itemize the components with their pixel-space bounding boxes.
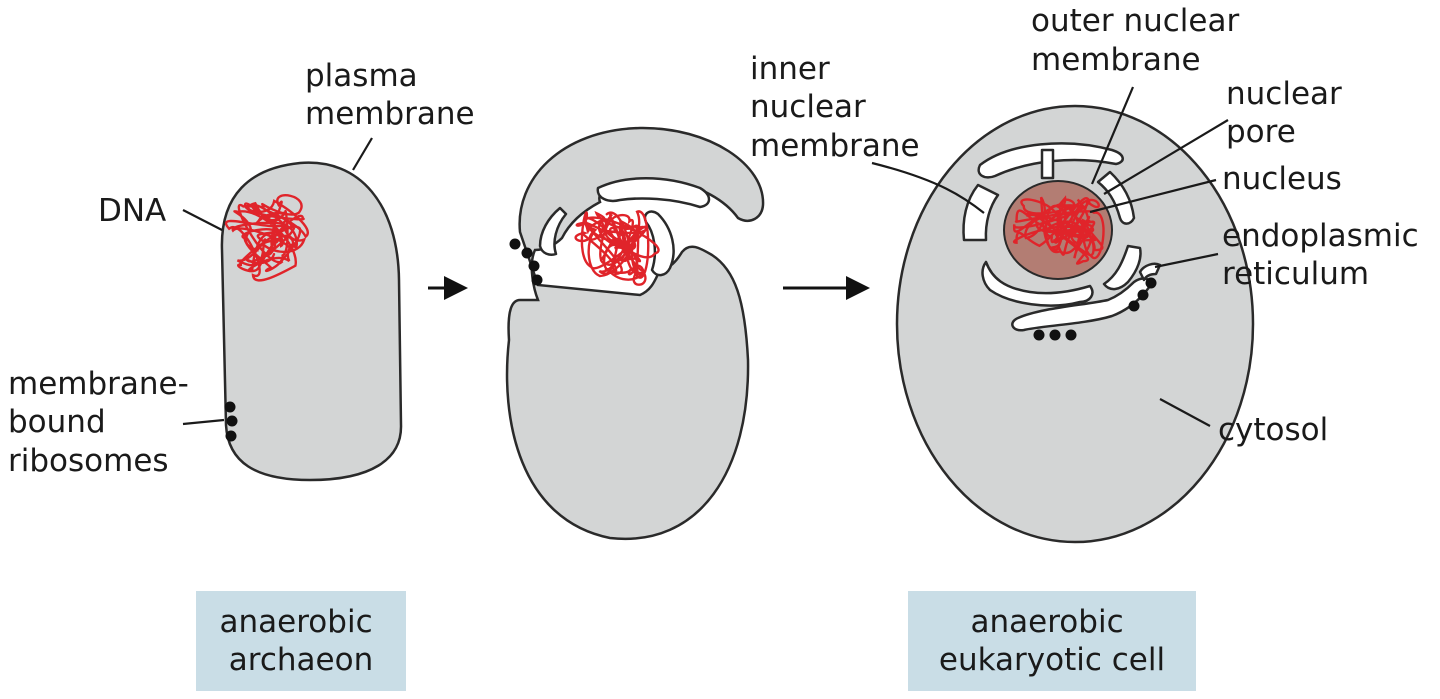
dna-tangle (225, 194, 309, 282)
ribosome (224, 401, 236, 413)
ribosome (521, 247, 533, 259)
label-dna: DNA (98, 193, 166, 229)
ribosome (225, 430, 237, 442)
archaeon-cell (220, 161, 403, 482)
leader-cytosol (1159, 398, 1211, 427)
label-inner-nuclear-membrane: inner nuclear membrane (750, 51, 920, 164)
caption-left-text: anaerobic archaeon (220, 604, 383, 678)
intermediate-infolding (596, 177, 711, 209)
leader-lines (182, 86, 1229, 427)
archaeon-ribosomes (224, 401, 238, 442)
nucleus (1003, 180, 1113, 280)
leader-outer-nuclear-membrane (1090, 86, 1135, 185)
leader-nucleus (1089, 178, 1217, 214)
ribosome (1128, 300, 1140, 312)
dna-tangle (1012, 195, 1105, 265)
label-membrane-bound-ribosomes: membrane- bound ribosomes (8, 366, 199, 479)
er-tail (1138, 262, 1162, 282)
ribosome (528, 260, 540, 272)
ribosome (226, 415, 238, 427)
nuclear-envelope (962, 142, 1142, 307)
caption-right-text: anaerobic eukaryotic cell (939, 604, 1165, 678)
ribosome (1065, 329, 1077, 341)
label-cytosol: cytosol (1218, 412, 1328, 448)
intermediate-cell (505, 126, 765, 541)
label-plasma-membrane: plasma membrane (305, 58, 475, 132)
caption-left: anaerobic archaeon (196, 591, 406, 691)
ribosome (509, 238, 521, 250)
intermediate-infolding-left (538, 206, 568, 256)
label-endoplasmic-reticulum: endoplasmic reticulum (1222, 218, 1429, 292)
nuclear-envelope-right-lower (1102, 244, 1142, 291)
leader-dna (182, 209, 223, 231)
intermediate-ribosomes (509, 238, 543, 286)
labels: plasma membrane DNA membrane- bound ribo… (8, 3, 1429, 479)
leader-ribosomes (182, 418, 225, 426)
intermediate-cell-body (505, 126, 765, 541)
ribosome (531, 274, 543, 286)
leader-plasma-membrane (352, 137, 373, 171)
ribosome (1049, 329, 1061, 341)
er-ribosomes (1033, 277, 1157, 341)
nuclear-envelope-stem (1040, 148, 1055, 180)
dna-tangle (574, 210, 660, 286)
ribosome (1137, 289, 1149, 301)
caption-right-box (908, 591, 1196, 691)
intermediate-dna (574, 210, 660, 286)
caption-left-box (196, 591, 406, 691)
intermediate-infolding-right (643, 210, 675, 277)
eukaryotic-cell (895, 104, 1255, 544)
label-outer-nuclear-membrane: outer nuclear membrane (1031, 3, 1249, 78)
archaeon-dna (225, 194, 309, 282)
label-nucleus: nucleus (1222, 161, 1342, 197)
caption-right: anaerobic eukaryotic cell (908, 591, 1196, 691)
leader-nuclear-pore (1103, 119, 1229, 195)
leader-inner-nuclear-membrane (871, 161, 985, 214)
leader-endoplasmic-reticulum (1154, 252, 1219, 269)
nuclear-envelope-bottom (981, 260, 1094, 307)
nuclear-envelope-upper-right (1096, 170, 1136, 225)
label-nuclear-pore: nuclear pore (1226, 76, 1352, 150)
ribosome (1145, 277, 1157, 289)
ribosome (1033, 329, 1045, 341)
